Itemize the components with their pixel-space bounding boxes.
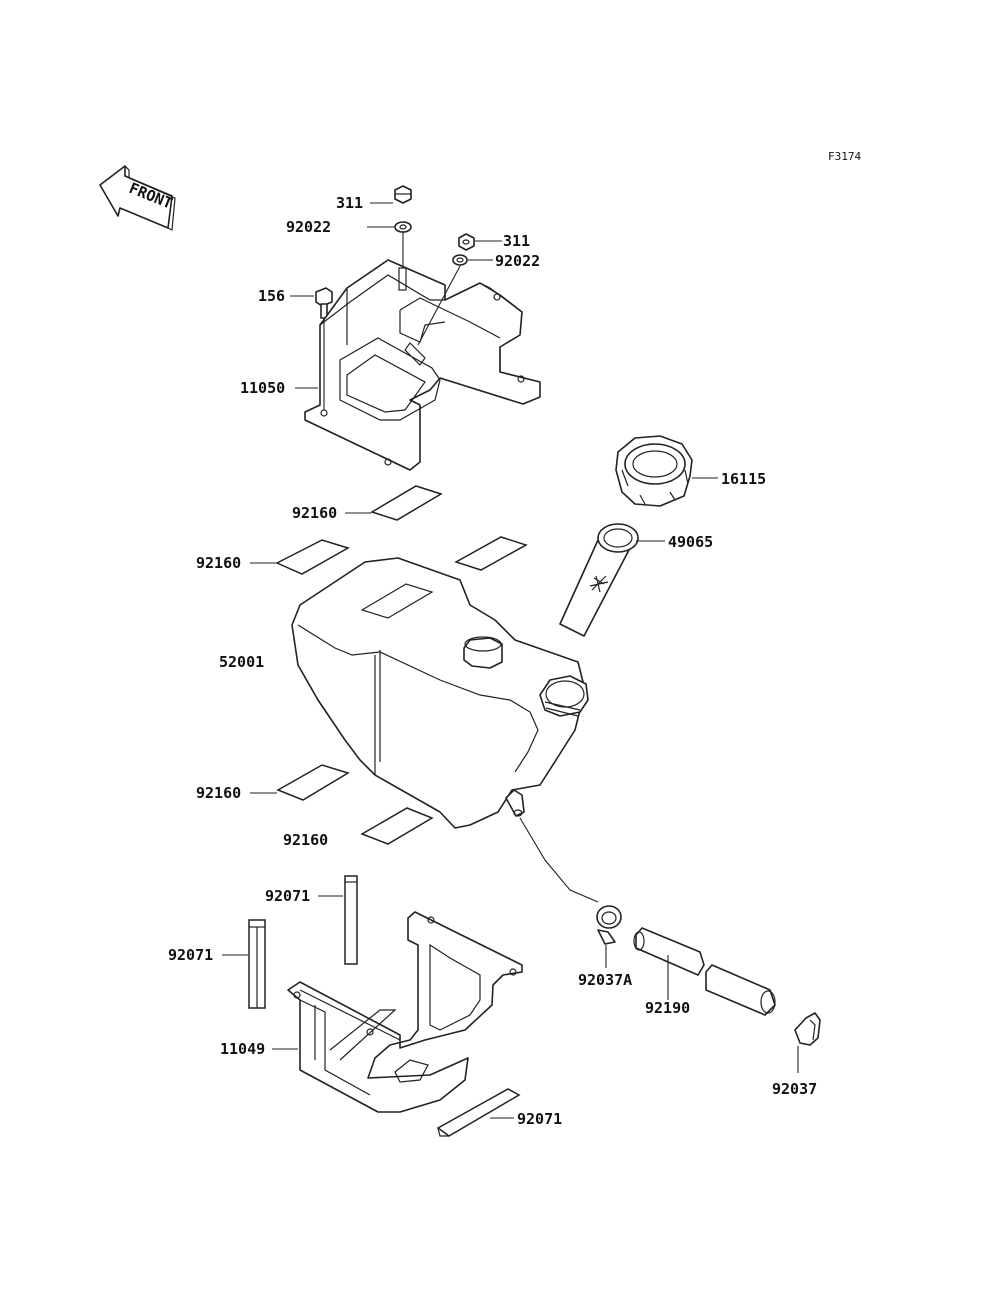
- hose-92190: [633, 927, 776, 1016]
- label-92071-b: 92071: [168, 946, 213, 964]
- washer-92022-top: [394, 221, 412, 233]
- label-92022-right: 92022: [495, 252, 540, 270]
- front-arrow-icon: FRONT: [99, 165, 176, 231]
- label-92160-d: 92160: [283, 831, 328, 849]
- pad-92160-c: [276, 764, 350, 801]
- label-92190: 92190: [645, 999, 690, 1017]
- washer-92022-right: [452, 254, 468, 266]
- figure-code: F3174: [828, 150, 861, 163]
- bracket-11050: [304, 232, 541, 471]
- strip-92071-c: [436, 1088, 521, 1137]
- bracket-11049: [287, 911, 523, 1113]
- label-11050: 11050: [240, 379, 285, 397]
- fuel-tank-52001: [291, 557, 589, 829]
- label-92071-c: 92071: [517, 1110, 562, 1128]
- clamp-92037a: [596, 905, 622, 945]
- pad-92160-right: [454, 536, 528, 571]
- label-92071-a: 92071: [265, 887, 310, 905]
- fuel-cap-16115: [615, 435, 693, 507]
- pad-92160-b: [275, 539, 350, 575]
- strainer-49065: [559, 523, 639, 637]
- label-92022-top: 92022: [286, 218, 331, 236]
- strip-92071-a: [344, 875, 358, 965]
- label-49065: 49065: [668, 533, 713, 551]
- nut-311-right: [458, 233, 475, 251]
- label-92160-b: 92160: [196, 554, 241, 572]
- fuel-line-leader: [519, 817, 599, 903]
- label-11049: 11049: [220, 1040, 265, 1058]
- label-92037: 92037: [772, 1080, 817, 1098]
- label-92160-a: 92160: [292, 504, 337, 522]
- label-156: 156: [258, 287, 285, 305]
- nut-311-top: [394, 185, 412, 204]
- label-311-right: 311: [503, 232, 530, 250]
- label-92037a: 92037A: [578, 971, 632, 989]
- label-311-top: 311: [336, 194, 363, 212]
- pad-92160-a: [370, 485, 443, 521]
- label-16115: 16115: [721, 470, 766, 488]
- strip-92071-b: [248, 919, 266, 1009]
- label-52001: 52001: [219, 653, 264, 671]
- label-92160-c: 92160: [196, 784, 241, 802]
- pad-92160-d: [360, 807, 434, 845]
- clip-92037: [794, 1012, 821, 1046]
